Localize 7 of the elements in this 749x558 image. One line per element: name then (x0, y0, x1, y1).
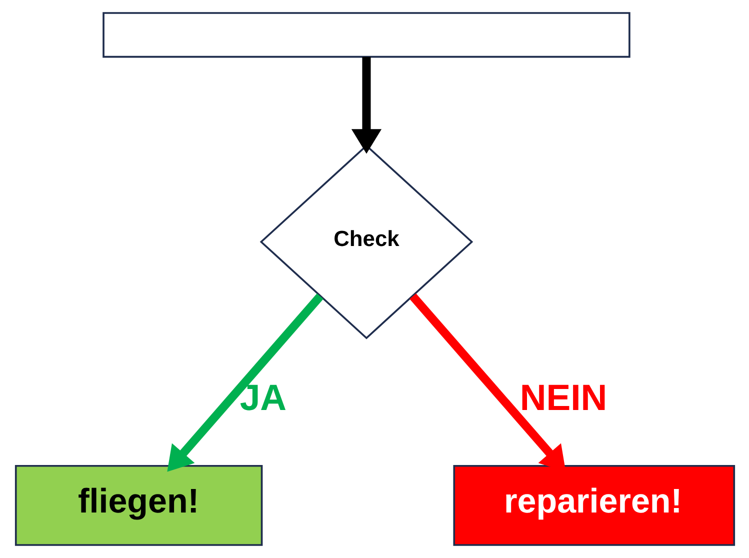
edge-label: NEIN (519, 376, 607, 418)
edge-label: JA (239, 376, 286, 418)
arrow (350, 56, 382, 154)
node-box: fliegen! (14, 464, 262, 546)
arrow (166, 293, 323, 472)
node-box: reparieren! (452, 464, 735, 546)
node-box (102, 12, 630, 58)
